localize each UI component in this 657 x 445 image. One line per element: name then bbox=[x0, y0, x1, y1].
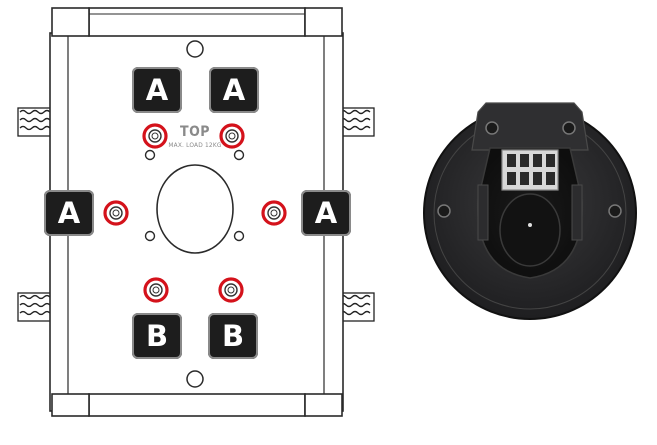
label-a-mid-left: A bbox=[44, 190, 94, 236]
center-opening bbox=[156, 164, 234, 254]
label-a-top-left: A bbox=[132, 67, 182, 113]
screw-hole-b-right bbox=[218, 277, 244, 303]
spring-clamp-left-top bbox=[17, 107, 55, 137]
bottom-hole bbox=[186, 370, 204, 388]
terminal-block bbox=[501, 149, 559, 191]
top-marking-title: TOP bbox=[179, 124, 211, 140]
screw-hole-a-top-left bbox=[142, 123, 168, 149]
top-hole bbox=[186, 40, 204, 58]
device-screw-right bbox=[608, 204, 622, 218]
spring-clamp-right-top bbox=[337, 107, 375, 137]
label-b-bottom-left: B bbox=[132, 313, 182, 359]
small-screw-holes bbox=[144, 149, 245, 242]
screw-hole-a-top-right bbox=[219, 123, 245, 149]
top-marking-subtitle: MAX. LOAD 12KG bbox=[168, 141, 222, 149]
label-a-mid-right: A bbox=[301, 190, 351, 236]
label-b-bottom-right: B bbox=[208, 313, 258, 359]
device-screw-top-right bbox=[562, 121, 576, 135]
spring-clamp-left-bottom bbox=[17, 292, 55, 322]
device-screw-top-left bbox=[485, 121, 499, 135]
label-a-top-right: A bbox=[209, 67, 259, 113]
screw-hole-a-mid-right bbox=[261, 200, 287, 226]
spring-clamp-right-bottom bbox=[337, 292, 375, 322]
device-center-cup bbox=[499, 193, 561, 267]
device-screw-left bbox=[437, 204, 451, 218]
screw-hole-b-left bbox=[143, 277, 169, 303]
device-top-bracket bbox=[471, 102, 589, 151]
screw-hole-a-mid-left bbox=[103, 200, 129, 226]
highlighted-screw-holes bbox=[103, 123, 287, 303]
